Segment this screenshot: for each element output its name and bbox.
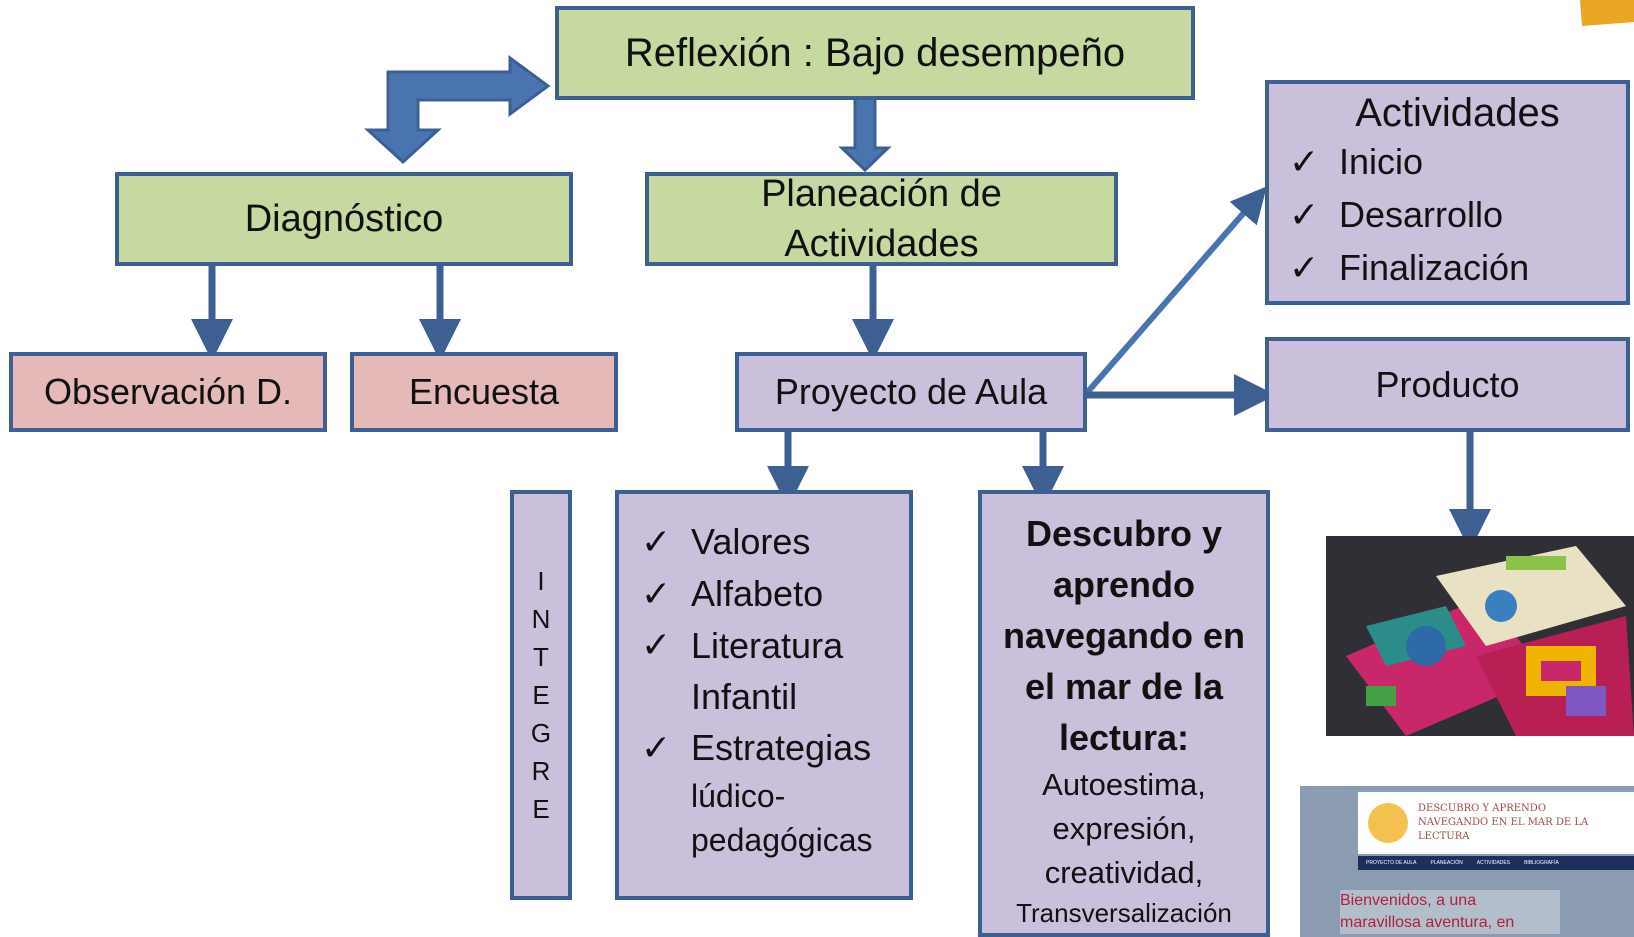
website-nav-item: BIBLIOGRAFÍA xyxy=(1524,860,1559,866)
check-icon: ✓ xyxy=(641,625,672,666)
website-logo-icon xyxy=(1368,803,1408,843)
proyecto-box: Proyecto de Aula xyxy=(735,352,1087,432)
proyecto-nombre-body: Autoestima, expresión, creatividad, xyxy=(1042,767,1206,890)
website-header-title: DESCUBRO Y APRENDO NAVEGANDO EN EL MAR D… xyxy=(1418,803,1589,842)
list-item: ✓Literatura Infantil xyxy=(641,620,891,722)
integre-letter: I xyxy=(537,566,545,596)
list-item: ✓Valores xyxy=(641,516,891,568)
proyecto-label: Proyecto de Aula xyxy=(774,371,1048,412)
integre-letter: T xyxy=(533,642,549,672)
proyecto-nombre-last: Transversalización xyxy=(1016,898,1232,928)
product-photo-illustration xyxy=(1326,536,1634,736)
integre-box: I N T E G R E xyxy=(510,490,572,900)
planeacion-box: Planeación de Actividades xyxy=(645,172,1118,266)
encuesta-box: Encuesta xyxy=(350,352,618,432)
contenidos-list: ✓Valores ✓Alfabeto ✓Literatura Infantil … xyxy=(641,516,891,862)
planeacion-label: Planeación de Actividades xyxy=(761,173,1002,265)
product-photo xyxy=(1326,536,1634,736)
producto-box: Producto xyxy=(1265,337,1630,432)
diagnostico-box: Diagnóstico xyxy=(115,172,573,266)
website-nav: PROYECTO DE AULA PLANEACIÓN ACTIVIDADES … xyxy=(1358,856,1634,870)
list-item: ✓Alfabeto xyxy=(641,568,891,620)
producto-label: Producto xyxy=(1375,363,1520,405)
website-nav-item: PLANEACIÓN xyxy=(1430,860,1463,866)
integre-letter: E xyxy=(532,680,550,710)
actividades-box: Actividades ✓Inicio ✓Desarrollo ✓Finaliz… xyxy=(1265,80,1630,305)
website-welcome: Bienvenidos, a una maravillosa aventura,… xyxy=(1340,890,1560,934)
integre-letter: N xyxy=(531,604,551,634)
observacion-label: Observación D. xyxy=(43,371,293,412)
website-header: DESCUBRO Y APRENDO NAVEGANDO EN EL MAR D… xyxy=(1358,792,1634,854)
list-item: ✓Inicio xyxy=(1289,136,1529,189)
reflexion-to-planeacion-arrow xyxy=(838,96,892,173)
check-icon: ✓ xyxy=(641,574,672,615)
list-item: ✓Estrategias xyxy=(641,722,891,774)
check-icon: ✓ xyxy=(1289,141,1320,183)
integre-letter: G xyxy=(530,718,552,748)
bent-block-arrow xyxy=(364,55,551,165)
diagnostico-label: Diagnóstico xyxy=(244,197,444,240)
encuesta-label: Encuesta xyxy=(408,371,560,412)
list-item: ✓Desarrollo xyxy=(1289,189,1529,242)
observacion-box: Observación D. xyxy=(9,352,327,432)
list-item-sub: lúdico-pedagógicas xyxy=(691,778,873,858)
website-thumbnail: DESCUBRO Y APRENDO NAVEGANDO EN EL MAR D… xyxy=(1300,786,1634,937)
integre-letter: R xyxy=(531,756,551,786)
proyecto-nombre-title: Descubro y aprendo navegando en el mar d… xyxy=(1002,513,1246,758)
corner-decoration xyxy=(1580,0,1634,26)
reflexion-label: Reflexión : Bajo desempeño xyxy=(624,30,1126,75)
website-nav-item: PROYECTO DE AULA xyxy=(1366,860,1417,866)
check-icon: ✓ xyxy=(641,728,672,769)
list-item: ✓Finalización xyxy=(1289,242,1529,295)
reflexion-box: Reflexión : Bajo desempeño xyxy=(555,6,1195,100)
proyecto-nombre-box: Descubro y aprendo navegando en el mar d… xyxy=(978,490,1270,937)
actividades-list: ✓Inicio ✓Desarrollo ✓Finalización xyxy=(1289,136,1529,295)
contenidos-box: ✓Valores ✓Alfabeto ✓Literatura Infantil … xyxy=(615,490,913,900)
check-icon: ✓ xyxy=(641,522,672,563)
check-icon: ✓ xyxy=(1289,194,1320,236)
website-nav-item: ACTIVIDADES xyxy=(1476,860,1511,866)
proyecto-to-actividades-arrow xyxy=(1082,186,1267,397)
integre-letter: E xyxy=(532,794,550,824)
check-icon: ✓ xyxy=(1289,247,1320,289)
actividades-title: Actividades xyxy=(1355,90,1560,135)
